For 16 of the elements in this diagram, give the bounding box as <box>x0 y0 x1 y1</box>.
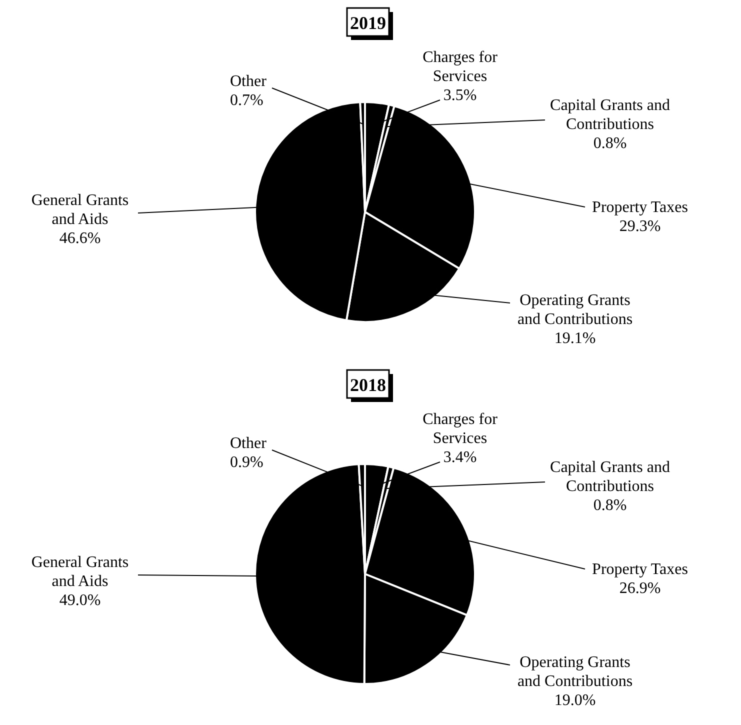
data-label: Other 0.7% <box>230 73 266 109</box>
chart-title: 2018 <box>350 375 386 395</box>
chart-title: 2018 <box>346 369 393 402</box>
data-label: Charges for Services 3.4% <box>422 411 498 466</box>
data-label: Capital Grants and Contributions 0.8% <box>550 97 670 152</box>
data-label: General Grants and Aids 46.6% <box>31 192 129 247</box>
data-label: Operating Grants and Contributions 19.1% <box>517 292 633 347</box>
data-label: Operating Grants and Contributions 19.0% <box>517 654 633 709</box>
data-label: Property Taxes 26.9% <box>592 561 688 597</box>
data-label: Other 0.9% <box>230 435 266 471</box>
chart-title: 2019 <box>350 13 386 33</box>
data-label: General Grants and Aids 49.0% <box>31 554 129 609</box>
chart-title: 2019 <box>346 7 393 40</box>
data-label: Charges for Services 3.5% <box>422 49 498 104</box>
data-label: Property Taxes 29.3% <box>592 199 688 235</box>
data-label: Capital Grants and Contributions 0.8% <box>550 459 670 514</box>
